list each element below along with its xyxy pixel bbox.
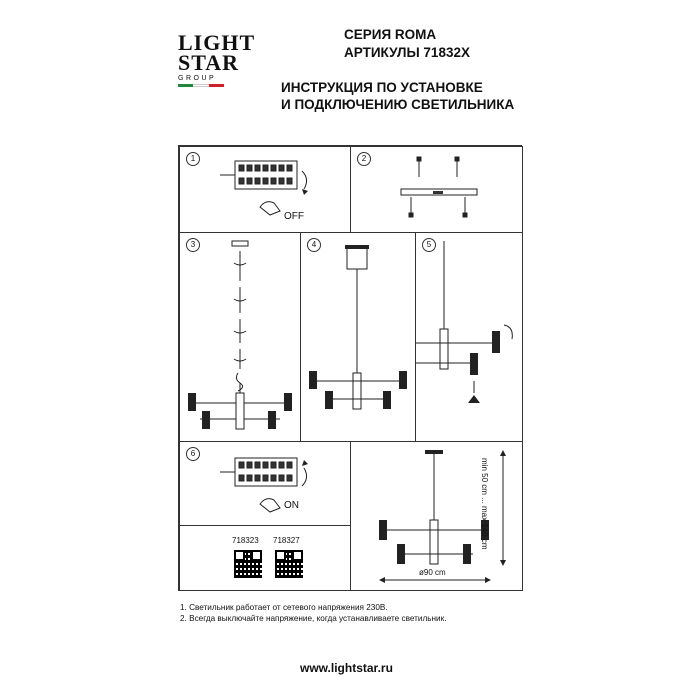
width-dimension: ø90 cm [419, 568, 446, 577]
step-6-number: 6 [186, 447, 200, 461]
step-1-panel: 1 OFF [179, 146, 351, 233]
instruction-title-line1: ИНСТРУКЦИЯ ПО УСТАНОВКЕ [281, 80, 483, 95]
step-2-panel: 2 [350, 146, 523, 233]
step-3-number: 3 [186, 238, 200, 252]
note-1: 1. Светильник работает от сетевого напря… [180, 603, 388, 612]
terminal-block-on-drawing [220, 457, 308, 513]
lamp-installation-drawing [416, 241, 513, 403]
qr-code-label-1: 718323 [232, 536, 259, 545]
instruction-title-line2: И ПОДКЛЮЧЕНИЮ СВЕТИЛЬНИКА [281, 97, 515, 112]
qr-code-label-2: 718327 [273, 536, 300, 545]
rod-assembly-drawing [188, 240, 292, 430]
note-2: 2. Всегда выключайте напряжение, когда у… [180, 614, 447, 623]
step-4-number: 4 [307, 238, 321, 252]
qr-codes-panel: 718323 718327 [179, 525, 351, 591]
step-4-panel: 4 [300, 232, 416, 442]
step-2-number: 2 [357, 152, 371, 166]
qr-code-1[interactable] [234, 550, 262, 578]
safety-notes: 1. Светильник работает от сетевого напря… [180, 602, 446, 624]
off-label: OFF [284, 211, 304, 222]
dimensions-panel: min 50 cm ... max 140 cm ø90 cm [350, 441, 523, 591]
instruction-diagram-grid: 1 OFF 2 [178, 145, 523, 591]
height-dimension: min 50 cm ... max 140 cm [480, 458, 489, 550]
logo-line2: STAR [178, 50, 240, 75]
logo-line1: LIGHT [178, 30, 256, 55]
step-5-number: 5 [422, 238, 436, 252]
step-6-panel: 6 ON [179, 441, 351, 526]
articles-title: АРТИКУЛЫ 71832X [344, 45, 470, 60]
fixture-dimensions-drawing [379, 450, 506, 583]
on-label: ON [284, 500, 299, 511]
brand-logo: LIGHT STAR GROUP [178, 30, 256, 87]
terminal-block-off-drawing [220, 160, 308, 216]
series-title: СЕРИЯ ROMA [344, 27, 437, 42]
step-5-panel: 5 [415, 232, 523, 442]
logo-line3: GROUP [178, 75, 217, 82]
website-link[interactable]: www.lightstar.ru [300, 661, 393, 675]
mounting-plate-drawing [400, 156, 478, 218]
step-3-panel: 3 [179, 232, 301, 442]
step-1-number: 1 [186, 152, 200, 166]
italian-flag-stripe [178, 84, 224, 87]
canopy-mounting-drawing [309, 245, 407, 410]
qr-code-2[interactable] [275, 550, 303, 578]
